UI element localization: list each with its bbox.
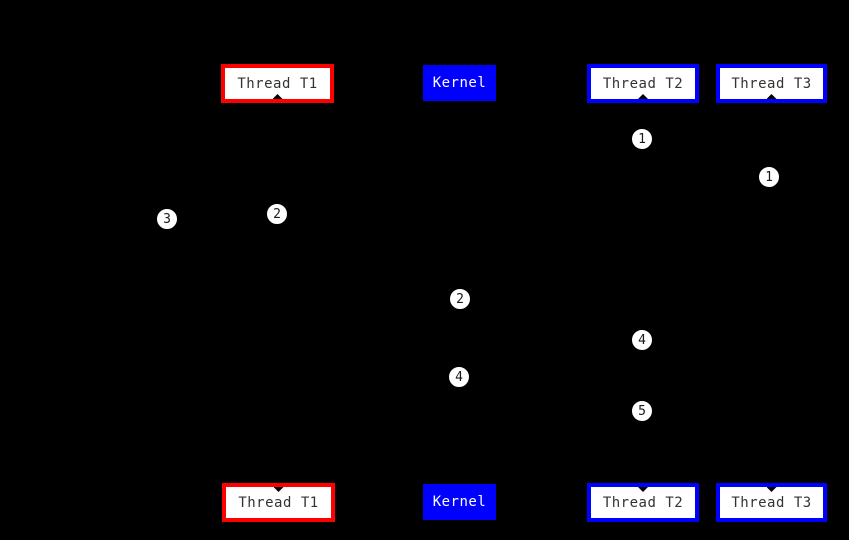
step-marker-number: 4 [638, 332, 646, 348]
entity-label-kernel: Kernel [432, 75, 487, 91]
entity-box-kernel-top: Kernel [423, 65, 496, 101]
entity-box-thread-t1-bottom: Thread T1 [222, 483, 335, 522]
step-marker-number: 4 [455, 369, 463, 385]
step-marker-number: 1 [638, 131, 646, 147]
entity-box-kernel-bottom: Kernel [423, 484, 496, 520]
lifeline-arrowhead-icon [766, 487, 777, 492]
step-marker-1b: 1 [758, 166, 780, 188]
step-marker-4b: 4 [448, 366, 470, 388]
step-marker-number: 3 [163, 211, 171, 227]
step-marker-2: 2 [266, 203, 288, 225]
entity-label-thread-t2: Thread T2 [602, 75, 684, 92]
step-marker-2b: 2 [449, 288, 471, 310]
lifeline-arrowhead-icon [272, 94, 283, 99]
step-marker-1: 1 [631, 128, 653, 150]
lifeline-arrowhead-icon [638, 94, 648, 99]
step-marker-5: 5 [631, 400, 653, 422]
entity-label-kernel: Kernel [432, 494, 487, 510]
lifeline-arrowhead-icon [638, 487, 648, 492]
entity-box-thread-t3-bottom: Thread T3 [716, 483, 827, 522]
entity-label-thread-t1: Thread T1 [238, 494, 319, 511]
entity-box-thread-t3-top: Thread T3 [716, 64, 827, 103]
lifeline-arrowhead-icon [766, 94, 777, 99]
entity-label-thread-t2: Thread T2 [602, 494, 684, 511]
entity-box-thread-t2-bottom: Thread T2 [587, 483, 699, 522]
step-marker-number: 2 [273, 206, 281, 222]
step-marker-number: 2 [456, 291, 464, 307]
entity-label-thread-t3: Thread T3 [731, 494, 812, 511]
step-marker-number: 5 [638, 403, 646, 419]
entity-box-thread-t2-top: Thread T2 [587, 64, 699, 103]
entity-box-thread-t1-top: Thread T1 [221, 64, 334, 103]
step-marker-3: 3 [156, 208, 178, 230]
lifeline-arrowhead-icon [273, 487, 284, 492]
step-marker-4: 4 [631, 329, 653, 351]
step-marker-number: 1 [765, 169, 773, 185]
entity-label-thread-t3: Thread T3 [731, 75, 812, 92]
entity-label-thread-t1: Thread T1 [237, 75, 318, 92]
